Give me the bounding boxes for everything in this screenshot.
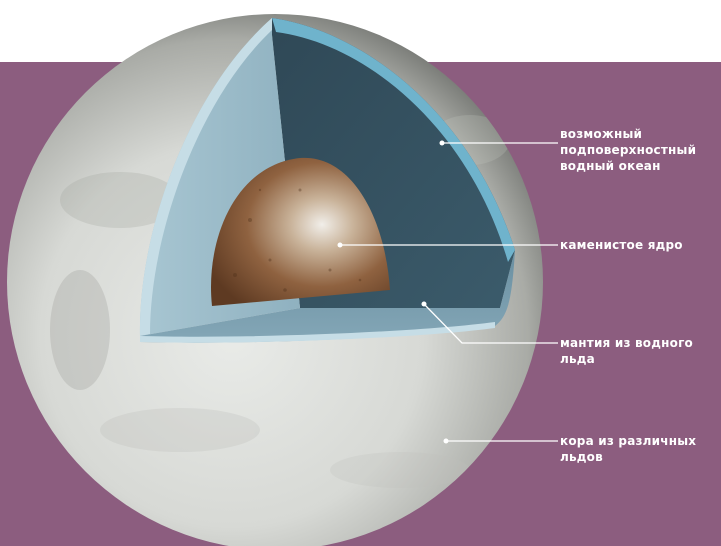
label-ocean: возможный подповерхностный водный океан [560, 126, 696, 174]
label-ocean-line-1: возможный [560, 126, 696, 142]
label-crust: кора из различных льдов [560, 433, 696, 465]
label-crust-line-2: льдов [560, 449, 696, 465]
label-core-line-1: каменистое ядро [560, 237, 683, 253]
label-mantle-line-2: льда [560, 351, 693, 367]
label-ocean-line-2: подповерхностный [560, 142, 696, 158]
label-core: каменистое ядро [560, 237, 683, 253]
label-crust-line-1: кора из различных [560, 433, 696, 449]
label-mantle: мантия из водного льда [560, 335, 693, 367]
label-ocean-line-3: водный океан [560, 158, 696, 174]
label-mantle-line-1: мантия из водного [560, 335, 693, 351]
